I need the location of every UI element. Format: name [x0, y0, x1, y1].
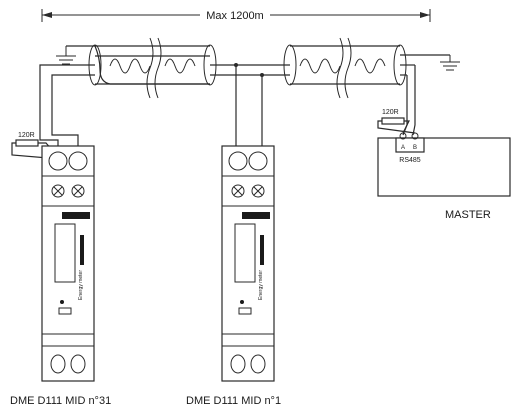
master: A B RS485 MASTER	[377, 132, 511, 221]
meter-1-product: Energy meter	[258, 270, 264, 300]
dimension-line: Max 1200m	[41, 7, 431, 22]
resistor-right: 120R	[377, 109, 416, 134]
meter-31-brand: LOVATO	[66, 214, 86, 220]
dimension-label: Max 1200m	[206, 10, 263, 22]
drop-wires	[39, 64, 416, 158]
master-terminal-b: B	[413, 145, 417, 151]
meter-1-caption: DME D111 MID n°1	[186, 395, 281, 407]
twisted-cable-right	[283, 37, 407, 99]
master-label: MASTER	[445, 209, 491, 221]
meter-31-product: Energy meter	[78, 270, 84, 300]
meter-31-caption: DME D111 MID n°31	[10, 395, 111, 407]
resistor-left-label: 120R	[18, 132, 35, 139]
master-port-label: RS485	[399, 157, 421, 164]
ground-symbol-left	[56, 46, 76, 65]
meter-1: LOVATO Energy meter DME D111 MID n°1	[186, 145, 281, 407]
bus-wires	[66, 45, 450, 77]
meter-31: LOVATO Energy meter DME D111 MID n°31	[10, 145, 111, 407]
resistor-right-label: 120R	[382, 109, 399, 116]
meter-1-brand: LOVATO	[246, 214, 266, 220]
twisted-cable-left	[88, 37, 217, 99]
ground-symbol-right	[440, 55, 460, 71]
master-terminal-a: A	[401, 145, 405, 151]
